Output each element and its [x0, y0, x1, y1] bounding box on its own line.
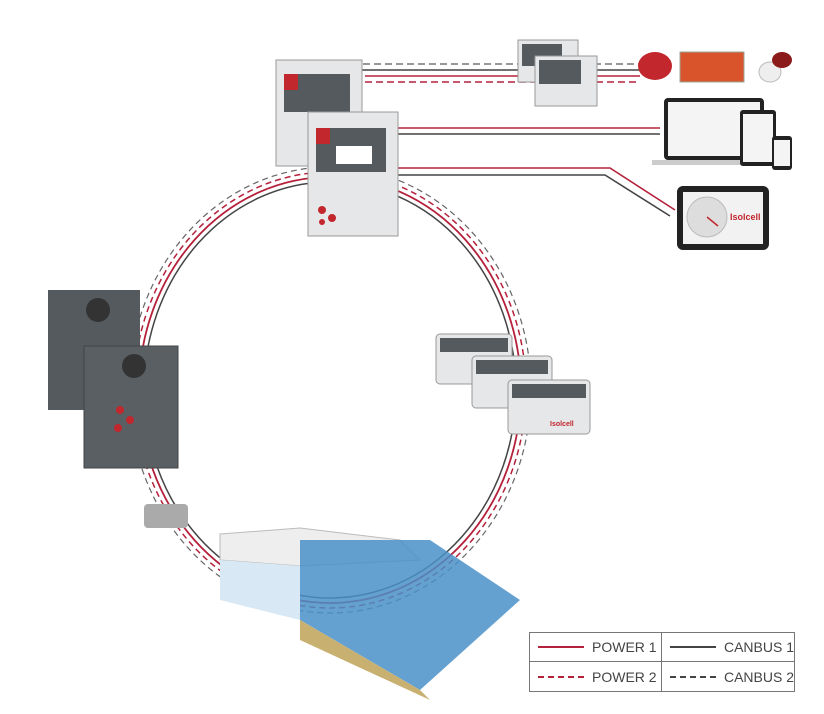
- siren-icon: [758, 52, 792, 83]
- legend-label: CANBUS 1: [723, 639, 795, 655]
- beacon-light-icon: [638, 52, 672, 80]
- solid-dark-line-swatch: [670, 646, 716, 648]
- dashed-red-line-swatch: [538, 675, 584, 678]
- legend-label: POWER 2: [592, 668, 657, 685]
- web-devices: [652, 98, 792, 170]
- sensor-modules: Isolcell: [435, 333, 591, 435]
- legend-canbus-2: CANBUS 2: [662, 662, 794, 691]
- io-module-2: [534, 55, 598, 107]
- control-cabinet-2: [307, 111, 399, 237]
- legend-power-2: POWER 2: [530, 662, 662, 691]
- warehouse: [219, 527, 520, 700]
- valve-assembly: [144, 504, 188, 528]
- legend: POWER 1 CANBUS 1 POWER 2 CANBUS 2: [529, 632, 795, 692]
- alarm-panel: [679, 51, 745, 83]
- dashed-dark-line-swatch: [670, 675, 716, 678]
- legend-label: POWER 1: [592, 639, 657, 655]
- legend-power-1: POWER 1: [530, 633, 662, 662]
- analyzer-units: [48, 290, 179, 469]
- tablet-gauge: Isolcell: [677, 186, 769, 250]
- svg-text:Isolcell: Isolcell: [550, 421, 574, 428]
- legend-canbus-1: CANBUS 1: [662, 633, 794, 662]
- svg-text:Isolcell: Isolcell: [730, 212, 761, 222]
- solid-red-line-swatch: [538, 646, 584, 648]
- legend-label: CANBUS 2: [723, 668, 795, 685]
